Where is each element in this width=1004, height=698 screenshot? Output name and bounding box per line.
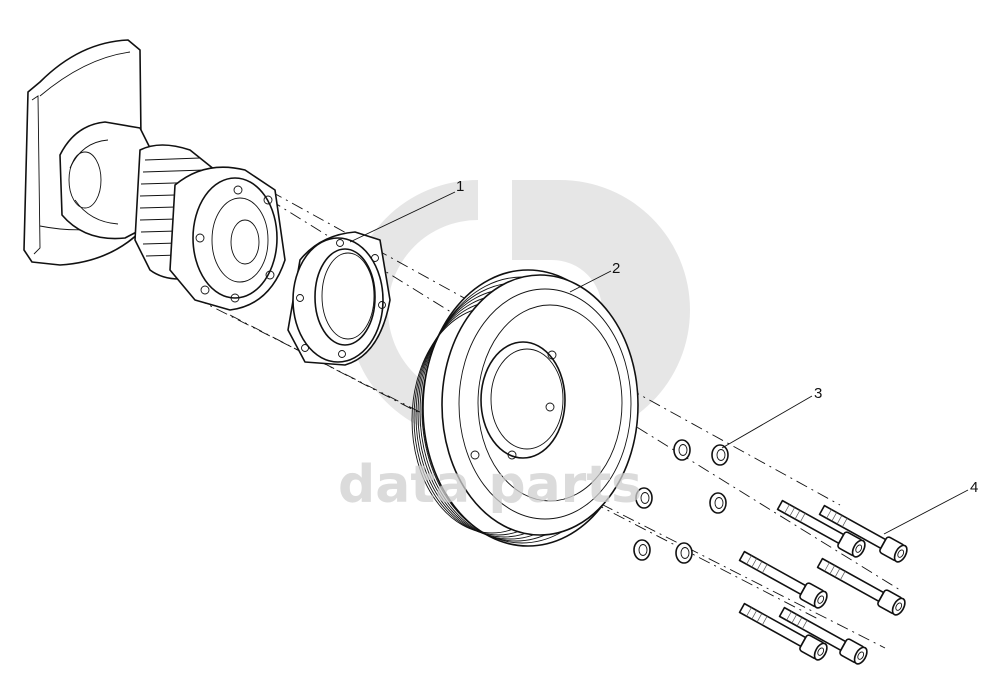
bolt — [776, 499, 866, 558]
part-4-bolts — [738, 499, 908, 665]
washer — [711, 444, 729, 466]
part-1-spacer-plate — [287, 231, 391, 366]
callout-4-label: 4 — [970, 479, 978, 496]
callouts: 1 2 3 4 — [349, 178, 978, 535]
bolt — [816, 557, 906, 616]
part-2-pulley — [411, 269, 639, 547]
callout-4-leader — [883, 489, 969, 535]
part-3-washers — [633, 439, 729, 564]
bolt — [738, 550, 828, 609]
washer — [675, 542, 693, 564]
bolt — [738, 602, 828, 661]
callout-3-leader — [721, 395, 813, 449]
callout-2-leader — [569, 270, 612, 293]
callout-2-label: 2 — [612, 260, 620, 277]
bolt — [778, 606, 868, 665]
washer — [673, 439, 691, 461]
bolt — [818, 504, 908, 563]
washer — [635, 487, 653, 509]
callout-1-leader — [349, 191, 456, 243]
washer — [633, 539, 651, 561]
callout-1-label: 1 — [456, 178, 464, 195]
watermark-text: data parts — [338, 455, 642, 515]
crankshaft-housing — [23, 39, 286, 311]
washer — [709, 492, 727, 514]
callout-3-label: 3 — [814, 385, 822, 402]
